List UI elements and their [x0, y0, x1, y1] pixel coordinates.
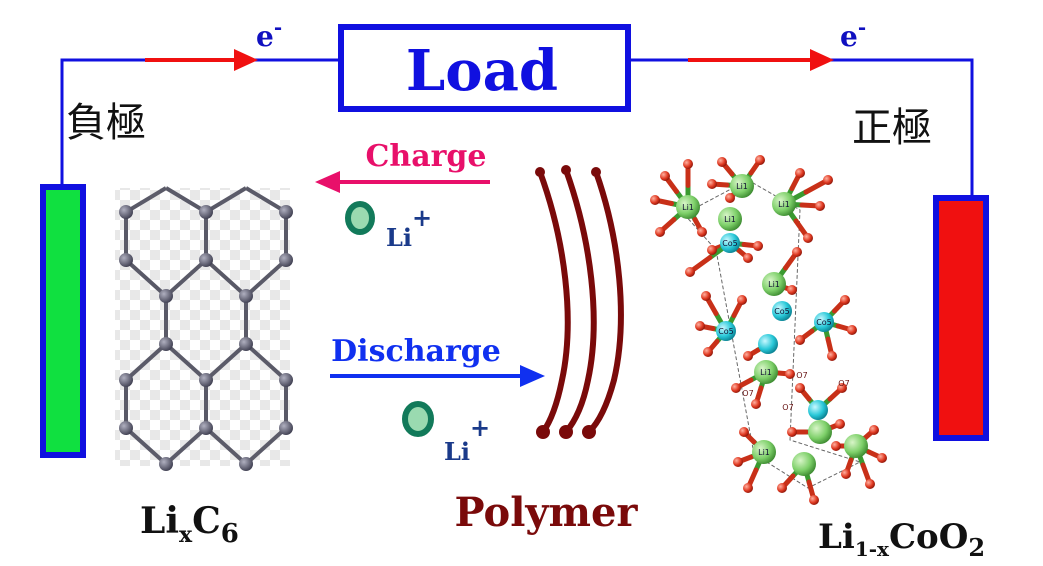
licoo2-crystal: Co5Co5Co5Co5Li1Li1Li1Li1Li1Li1Li1O7O7O7O…: [650, 155, 887, 505]
load-box: [338, 24, 631, 112]
discharge-label: Discharge: [331, 334, 501, 369]
anode-electrode: [40, 184, 86, 458]
anode-formula: LixC6: [140, 500, 239, 549]
lithium-ion-lower: Li+: [402, 401, 490, 466]
discharge-arrow: [330, 365, 545, 387]
electron-arrow-right: [688, 49, 834, 71]
svg-text:Li+: Li+: [444, 413, 490, 466]
svg-text:O7: O7: [742, 389, 753, 398]
svg-text:O7: O7: [782, 403, 793, 412]
svg-text:Co5: Co5: [722, 239, 738, 248]
graphite-lattice: [115, 186, 293, 471]
svg-text:O7: O7: [796, 371, 807, 380]
electron-label-left: e-: [256, 15, 282, 53]
svg-text:Li1: Li1: [758, 448, 770, 457]
svg-text:Co5: Co5: [774, 307, 790, 316]
svg-text:O7: O7: [838, 379, 849, 388]
cathode-electrode: [933, 195, 989, 441]
svg-text:Li1: Li1: [768, 280, 780, 289]
cathode-formula: Li1-xCoO2: [818, 517, 985, 562]
polymer-label: Polymer: [455, 489, 639, 536]
cathode-label: 正極: [852, 105, 932, 151]
load-label: Load: [406, 38, 558, 104]
svg-text:Li+: Li+: [386, 203, 432, 252]
svg-text:Li1: Li1: [682, 203, 694, 212]
anode-label: 負極: [66, 100, 146, 146]
svg-text:Li1: Li1: [778, 200, 790, 209]
charge-arrow: [315, 171, 490, 193]
svg-text:Li1: Li1: [760, 368, 772, 377]
electron-arrow-left: [145, 49, 258, 71]
svg-text:Co5: Co5: [816, 318, 832, 327]
svg-text:Li1: Li1: [736, 182, 748, 191]
charge-label: Charge: [366, 139, 487, 174]
svg-text:Li1: Li1: [724, 215, 736, 224]
polymer-chains: [535, 165, 624, 439]
lithium-ion-upper: Li+: [345, 201, 432, 252]
svg-text:Co5: Co5: [718, 327, 734, 336]
electron-label-right: e-: [840, 15, 866, 53]
